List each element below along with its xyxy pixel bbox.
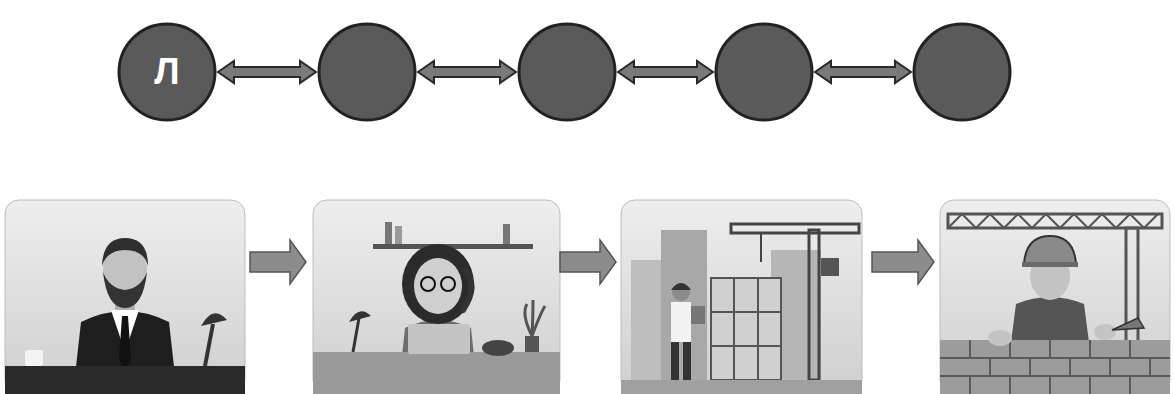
secretary-picture	[313, 200, 560, 394]
builder-picture	[940, 200, 1170, 394]
crane-lattice	[948, 214, 1158, 228]
helmet	[671, 283, 691, 290]
sequence-arrow	[872, 240, 934, 284]
plant	[525, 300, 545, 336]
brick-joints	[940, 340, 1170, 394]
circle-node: Л	[117, 22, 217, 122]
site-picture	[621, 200, 862, 394]
director-picture	[5, 200, 245, 394]
crane-cabin	[821, 258, 839, 276]
scaffold	[711, 278, 781, 380]
helmet-brim	[1022, 262, 1078, 267]
circle-node	[714, 22, 814, 122]
ground	[621, 380, 862, 394]
crane-cable	[760, 233, 762, 262]
book	[503, 224, 510, 244]
tie	[119, 316, 131, 370]
clipboard	[691, 306, 705, 324]
circle-shape	[716, 24, 812, 120]
hand	[1094, 324, 1116, 340]
book	[385, 222, 392, 244]
tile-frame	[621, 200, 862, 394]
desk	[5, 366, 245, 394]
double-arrow	[618, 61, 713, 83]
shirt	[671, 302, 691, 342]
cup	[25, 350, 43, 366]
sequence-arrow	[560, 240, 616, 284]
handset	[463, 270, 472, 310]
circle-shape	[119, 24, 215, 120]
crane-tower	[1126, 228, 1138, 348]
double-arrow	[218, 61, 316, 83]
crane-tower	[809, 230, 819, 380]
leg	[671, 342, 679, 380]
double-arrow	[418, 61, 516, 83]
circle-shape	[519, 24, 615, 120]
head	[672, 283, 690, 301]
tile-frame	[5, 200, 245, 394]
telephone	[482, 340, 514, 356]
lamp-shade	[201, 313, 227, 326]
double-arrow	[815, 61, 911, 83]
circle-node	[517, 22, 617, 122]
trowel	[1112, 318, 1144, 330]
book	[395, 226, 402, 244]
tile-frame	[313, 200, 560, 394]
circle-outline	[517, 22, 617, 122]
hair	[102, 238, 148, 266]
glasses	[421, 277, 435, 291]
lamp-shade	[349, 311, 371, 322]
lamp-stand	[353, 318, 359, 352]
crane-jib	[948, 214, 1162, 228]
circle-node	[912, 22, 1012, 122]
flower-pot	[525, 336, 539, 352]
laptop	[408, 324, 470, 354]
crane-jib	[731, 224, 859, 233]
brick-wall	[940, 340, 1170, 394]
circle-shape	[914, 24, 1010, 120]
helmet	[1024, 236, 1076, 264]
circle-outline	[714, 22, 814, 122]
desk	[313, 352, 560, 394]
circle-node	[317, 22, 417, 122]
circle-outline	[912, 22, 1012, 122]
sequence-arrow	[250, 240, 306, 284]
lamp-stand	[205, 324, 213, 366]
scaffold-grid	[711, 278, 781, 380]
building	[661, 230, 707, 380]
face	[414, 258, 462, 314]
hand	[988, 330, 1012, 346]
circle-outline	[317, 22, 417, 122]
leg	[683, 342, 691, 380]
beard	[103, 272, 147, 308]
hair	[402, 244, 474, 324]
circle-shape	[319, 24, 415, 120]
node-letter: Л	[154, 54, 179, 90]
glasses	[441, 277, 455, 291]
tile-frame	[940, 200, 1170, 394]
